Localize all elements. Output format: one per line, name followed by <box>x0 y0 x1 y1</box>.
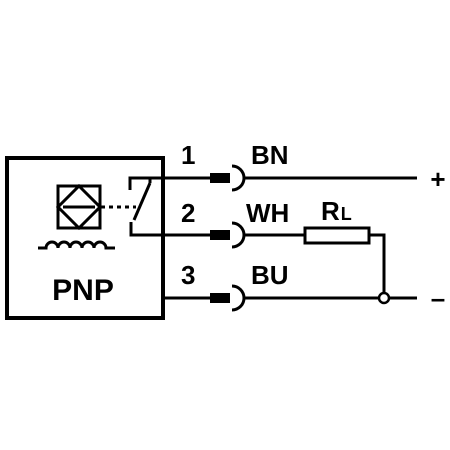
load-resistor-label: RL <box>321 196 352 226</box>
junction-node <box>377 291 391 305</box>
wire-1-color-label: BN <box>251 140 289 170</box>
device-type-label: PNP <box>52 274 114 307</box>
load-resistor <box>303 226 371 245</box>
wire-1 <box>150 164 417 192</box>
proximity-sensor-icon <box>55 183 103 231</box>
wire-3 <box>163 284 417 312</box>
wire-2 <box>210 221 386 293</box>
positive-terminal-label: + <box>430 164 445 194</box>
wire-2-color-label: WH <box>246 198 289 228</box>
negative-terminal-label: – <box>431 283 445 313</box>
pin-1-number: 1 <box>181 140 195 170</box>
pin-2-number: 2 <box>181 198 195 228</box>
coil-icon <box>38 240 115 250</box>
sensor-body <box>5 156 165 320</box>
load-symbol: R <box>321 196 340 226</box>
pin-3-number: 3 <box>181 260 195 290</box>
wire-3-color-label: BU <box>251 260 289 290</box>
switch-contact-icon <box>128 176 210 237</box>
load-subscript: L <box>341 204 352 224</box>
